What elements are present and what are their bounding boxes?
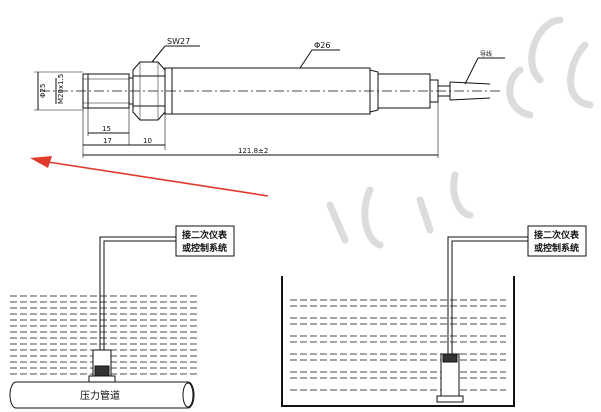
dim-15: 15 xyxy=(102,125,111,133)
sensor-body xyxy=(164,67,371,115)
dim-total: 121.8±2 xyxy=(238,147,268,155)
tank-scene xyxy=(281,225,587,407)
pipe-connection-box xyxy=(175,225,235,257)
tank-box-line1: 接二次仪表 xyxy=(534,229,580,241)
cable-label: 导线 xyxy=(480,50,492,58)
diameter-small-label: Φ25 xyxy=(39,84,47,98)
hex-label: SW27 xyxy=(167,37,190,46)
pipe-box-line1: 接二次仪表 xyxy=(182,229,228,241)
sensor-drawing xyxy=(34,45,505,158)
pipe-cable xyxy=(99,236,176,350)
cable xyxy=(449,81,491,101)
thread-label: M20x1.5 xyxy=(57,74,65,104)
pipe-box-line2: 或控制系统 xyxy=(182,242,227,254)
dim-17: 17 xyxy=(103,137,112,145)
tank-liquid-lines xyxy=(290,299,506,391)
tank-cable xyxy=(447,236,528,354)
pipe-label: 压力管道 xyxy=(80,389,120,402)
tank-walls xyxy=(281,276,515,407)
pressure-pipe xyxy=(9,381,195,409)
tank-box-line2: 或控制系统 xyxy=(534,242,579,254)
dim-10: 10 xyxy=(143,137,152,145)
diameter-label: Φ26 xyxy=(314,41,330,50)
pipe-scene xyxy=(9,225,235,409)
watermark xyxy=(326,16,594,249)
tank-connection-box xyxy=(527,225,587,257)
red-arrow xyxy=(30,156,269,197)
